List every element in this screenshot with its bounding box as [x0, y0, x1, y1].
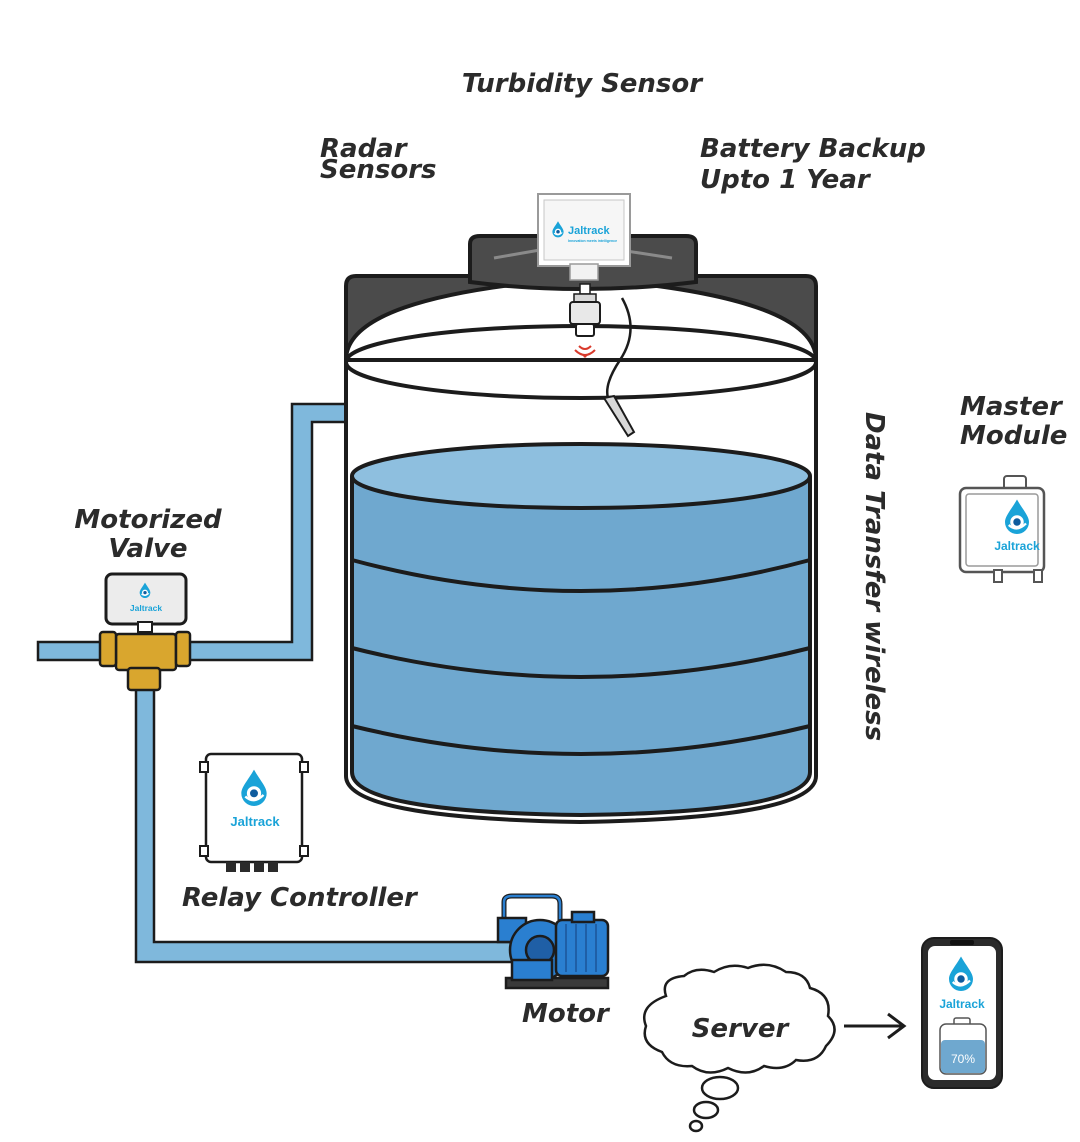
- relay-controller: Jaltrack: [199, 752, 309, 872]
- smartphone-icon: Jaltrack 70%: [921, 937, 1003, 1089]
- master-brand: Jaltrack: [994, 539, 1040, 553]
- motorized-valve: Jaltrack: [98, 572, 192, 692]
- label-battery-line1: Battery Backup: [700, 134, 926, 164]
- label-server: Server: [692, 1014, 791, 1044]
- label-valve-line2: Valve: [108, 534, 187, 564]
- sensor-brand: Jaltrack: [568, 225, 610, 237]
- phone-tank-level: 70%: [951, 1052, 975, 1066]
- label-radar-line1: Radar: [320, 134, 409, 164]
- sensor-tagline: Innovation meets intelligence: [568, 239, 617, 243]
- arrow-right-icon: [844, 1012, 907, 1040]
- label-master-line1: Master: [960, 392, 1064, 422]
- label-relay-controller: Relay Controller: [182, 883, 419, 913]
- radar-signal-icon: [574, 345, 596, 358]
- turbidity-probe: [602, 394, 636, 438]
- label-master-line2: Module: [960, 421, 1067, 451]
- relay-brand: Jaltrack: [230, 814, 280, 829]
- label-data-transfer: Data Transfer wireless: [859, 412, 889, 741]
- label-battery-line2: Upto 1 Year: [700, 165, 872, 195]
- label-valve-line1: Motorized: [74, 505, 222, 535]
- cloud-icon: [643, 963, 836, 1133]
- water-surface: [350, 442, 812, 510]
- turbidity-cable: [606, 297, 632, 399]
- motor-pump: [496, 893, 610, 990]
- valve-brand: Jaltrack: [130, 603, 162, 613]
- phone-brand: Jaltrack: [939, 997, 985, 1011]
- label-radar-line2: Sensors: [320, 155, 437, 185]
- sensor-module: Jaltrack Innovation meets intelligence: [537, 193, 636, 438]
- label-motor: Motor: [522, 999, 611, 1029]
- master-module: Jaltrack: [958, 475, 1046, 583]
- label-turbidity-sensor: Turbidity Sensor: [462, 69, 704, 99]
- tank-water: [352, 476, 810, 815]
